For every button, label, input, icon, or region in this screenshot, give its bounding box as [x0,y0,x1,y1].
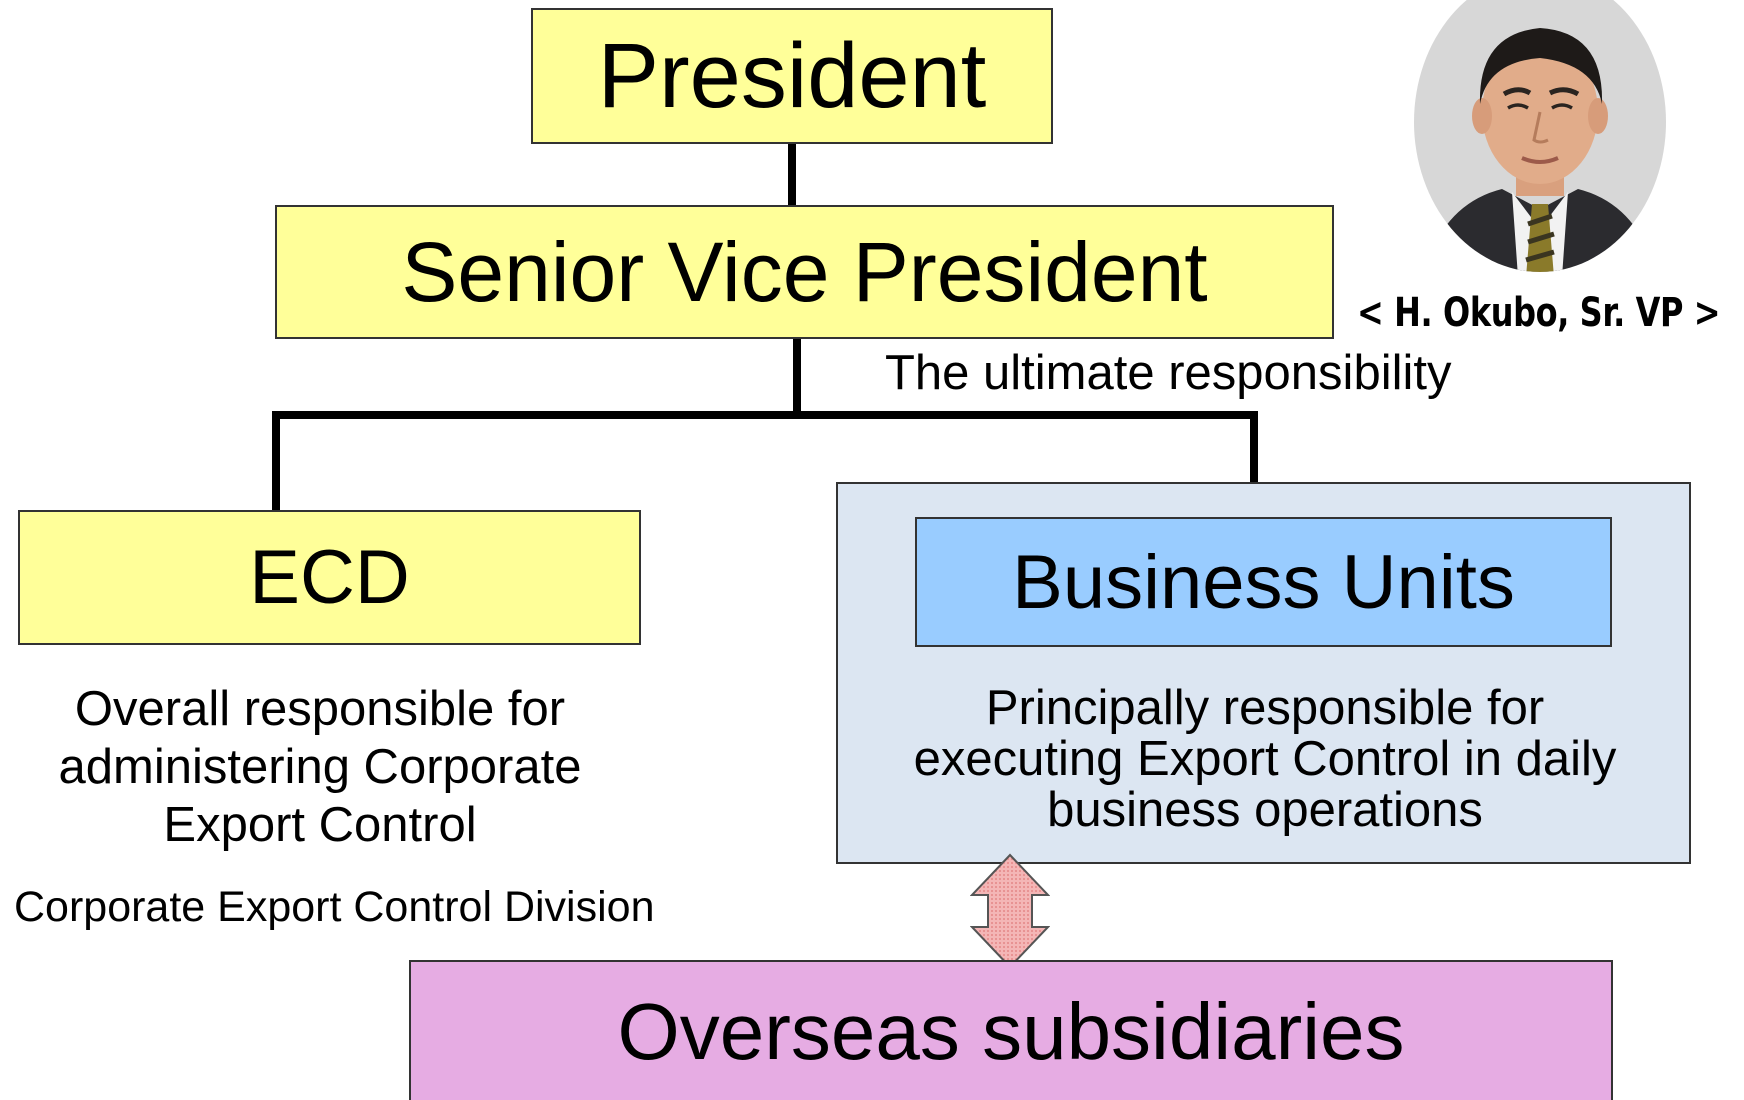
overseas-subsidiaries-box: Overseas subsidiaries [409,960,1613,1100]
svp-down-connector [793,339,801,415]
overseas-subsidiaries-label: Overseas subsidiaries [617,987,1405,1076]
business-units-branch-connector [1250,411,1258,519]
president-svp-connector [788,144,796,206]
photo-caption: < H. Okubo, Sr. VP > [1357,290,1721,336]
ecd-full-name: Corporate Export Control Division [14,883,655,931]
horizontal-branch-connector [275,411,1257,419]
senior-vice-president-label: Senior Vice President [401,224,1208,319]
senior-vice-president-box: Senior Vice President [275,205,1334,339]
business-units-box: Business Units [915,517,1612,647]
business-units-description: Principally responsible for executing Ex… [913,681,1617,837]
double-arrow-icon [970,853,1050,969]
president-box: President [531,8,1053,144]
ecd-box: ECD [18,510,641,645]
ultimate-responsibility-label: The ultimate responsibility [885,346,1452,400]
business-units-label: Business Units [1012,539,1515,625]
president-label: President [597,24,987,127]
ecd-label: ECD [249,535,410,620]
ecd-description: Overall responsible for administering Co… [58,682,582,852]
ecd-branch-connector [272,411,280,515]
executive-portrait [1414,0,1666,272]
